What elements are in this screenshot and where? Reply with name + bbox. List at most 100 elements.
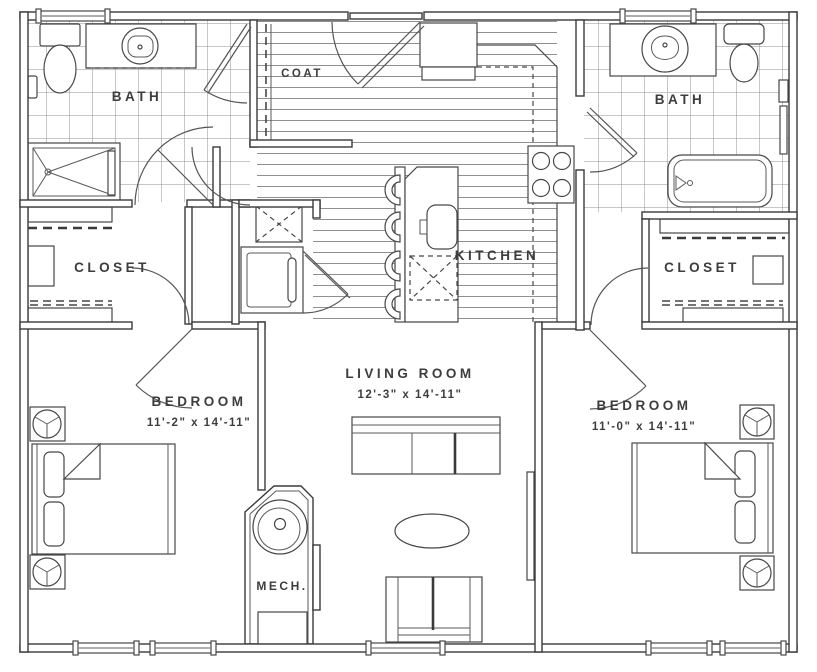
sink-left-drain: [137, 44, 143, 50]
closet-left-shelf-top: [27, 206, 113, 223]
wall-coat-left: [249, 19, 258, 148]
wall-hall-left: [212, 146, 221, 208]
wall-bath-left-bottom-a: [19, 199, 133, 208]
wall-laundry-right-stub: [312, 199, 321, 219]
kitchen-fixtures: [384, 22, 575, 323]
label-bedroom-right: BEDROOM: [597, 398, 692, 413]
wall-closet-right-left: [641, 218, 650, 323]
shower-door: [107, 150, 116, 196]
wall-living-left: [257, 321, 266, 491]
laundry: [240, 205, 351, 314]
island-faucet: [419, 219, 428, 235]
tub-faucet: [675, 175, 687, 191]
lamp-lines-r2: [744, 565, 770, 587]
tub-right: [667, 154, 773, 208]
labels: BATH COAT KITCHEN BATH CLOSET CLOSET BED…: [74, 68, 740, 593]
hall-doors: [134, 126, 251, 206]
wall-top-right: [423, 11, 798, 21]
sink-left-basin: [127, 35, 154, 58]
dryer-x: [255, 205, 303, 243]
burner-4: [552, 178, 572, 198]
doors: [131, 21, 649, 410]
bar-stool-3: [384, 250, 401, 282]
bed-left-board-lines: [36, 444, 169, 554]
toilet-tank-right: [723, 23, 765, 45]
bed-right-board-lines: [636, 443, 769, 553]
shower-left: [27, 142, 121, 202]
bedroom-right-furniture: [631, 404, 775, 591]
windows: [35, 8, 787, 656]
closet-left-shelf-bottom: [27, 307, 113, 324]
entry-threshold: [349, 12, 423, 20]
dishwasher-x: [409, 255, 458, 301]
lamp-lines-r1: [744, 414, 770, 436]
label-kitchen: KITCHEN: [455, 248, 540, 263]
towel-bar-left: [27, 75, 38, 99]
label-bath-right: BATH: [655, 92, 706, 107]
window-4: [645, 640, 713, 656]
dims-bedroom-right: 11'-0" x 14'-11": [592, 421, 696, 433]
refrigerator-base: [421, 66, 476, 81]
pillow-left-2: [43, 501, 65, 547]
mech-room: [244, 485, 321, 645]
island-bar-counter: [394, 166, 406, 323]
blanket-fold-left: [62, 442, 101, 480]
sofa: [351, 416, 501, 475]
sink-right-basin: [651, 35, 679, 60]
tub-drain: [687, 180, 693, 186]
window-5: [719, 640, 787, 656]
label-living-room: LIVING ROOM: [345, 366, 474, 381]
wall-laundry-top: [238, 199, 321, 208]
burner-2: [552, 151, 572, 171]
island-sink: [426, 204, 458, 250]
tub-right-inner: [673, 159, 767, 203]
bedroom-left-furniture: [29, 406, 176, 590]
coffee-table: [394, 513, 470, 549]
tv: [526, 471, 535, 581]
window-3: [365, 640, 446, 656]
washer-door-arc: [302, 293, 349, 314]
dims-bedroom-left: 11'-2" x 14'-11": [147, 417, 251, 429]
lamp-lines-l1: [34, 416, 60, 438]
shower-slope-lines: [32, 147, 116, 197]
sofa-cushion-lines: [352, 424, 500, 474]
bar-stool-2: [384, 211, 401, 243]
blanket-fold-right: [704, 441, 742, 480]
wall-laundry-left: [231, 199, 240, 325]
closet-left-dresser: [27, 245, 55, 287]
bar-stool-4: [384, 288, 401, 320]
label-closet-right: CLOSET: [664, 260, 740, 275]
bath-right-door: [586, 107, 638, 173]
bedroom-left-door: [131, 267, 193, 409]
wall-stub-kitchen: [541, 321, 591, 330]
washer-door-front: [287, 257, 297, 303]
dims-living-room: 12'-3" x 14'-11": [358, 389, 463, 401]
towel-bar-right-2: [779, 105, 788, 155]
bath-right-fixtures: [609, 23, 789, 208]
towel-bar-right-1: [778, 79, 789, 103]
window-1: [72, 640, 140, 656]
washer-door-leaf: [302, 250, 351, 299]
wall-bedroom-right-top: [641, 321, 798, 330]
toilet-bowl-left: [43, 44, 77, 94]
wall-bedroom-left-top-b: [191, 321, 266, 330]
water-heater-vent: [273, 517, 287, 531]
label-bath-left: BATH: [112, 89, 163, 104]
bar-stool-1: [384, 174, 401, 206]
wall-bedroom-left-top-a: [19, 321, 133, 330]
label-mech: MECH.: [256, 579, 307, 593]
burner-1: [531, 151, 551, 171]
wall-living-right: [534, 321, 543, 653]
sink-right: [641, 25, 689, 73]
mech-side-wall: [312, 544, 321, 611]
closet-right-dresser: [752, 255, 784, 285]
toilet-tank-left: [39, 23, 81, 47]
window-2: [149, 640, 217, 656]
wall-kitchen-right-a: [575, 19, 585, 97]
water-heater-inner: [257, 507, 301, 551]
pillow-right-2: [734, 500, 756, 544]
label-coat: COAT: [281, 68, 323, 80]
window-top-left: [35, 8, 111, 24]
window-top-right: [619, 8, 697, 24]
